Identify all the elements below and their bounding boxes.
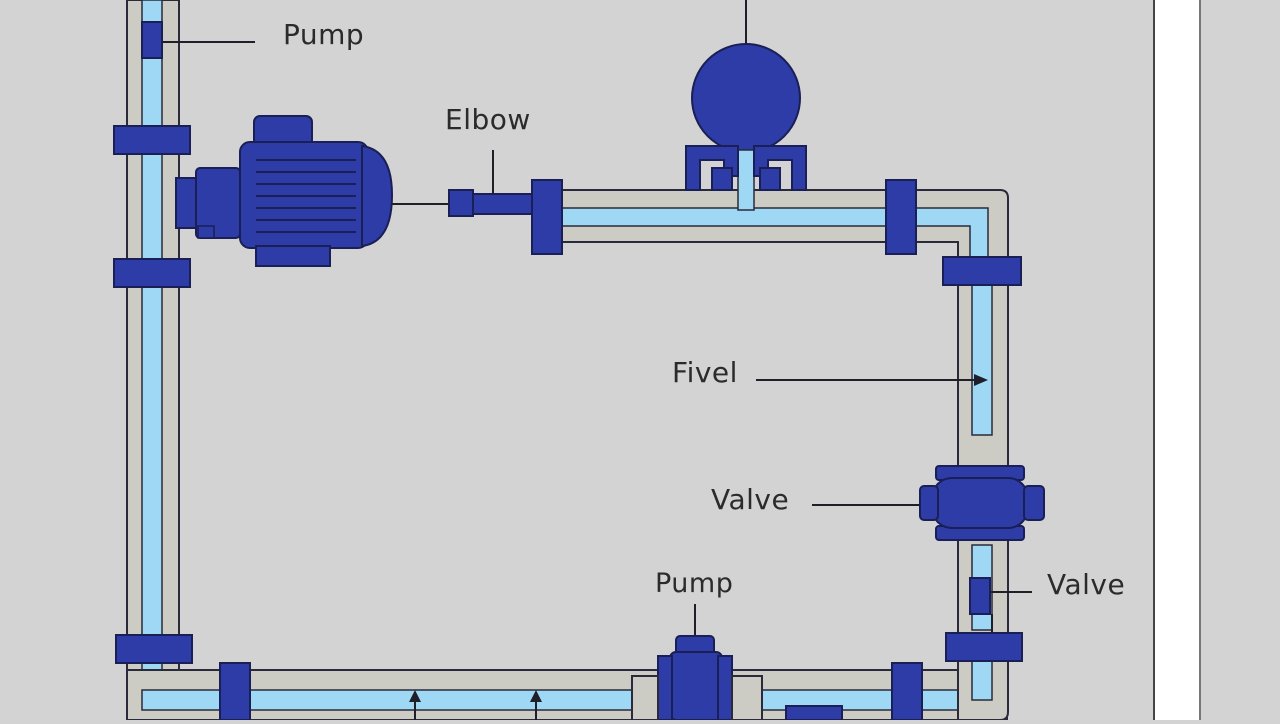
top-right-flanges [885, 179, 1022, 286]
elbow-fitting [448, 150, 563, 255]
bottom-right-flanges [891, 632, 1023, 721]
right-border-strip [1153, 0, 1201, 720]
label-fivel: Fivel [672, 356, 738, 389]
bottom-pump [631, 604, 843, 721]
bottom-left-flange [219, 662, 251, 721]
valve-lower [969, 577, 1032, 632]
label-elbow: Elbow [445, 103, 531, 136]
motor-pump [175, 115, 452, 267]
valve-mid [812, 465, 1045, 541]
left-vertical-pipe [126, 0, 180, 721]
tank [685, 0, 807, 211]
label-valve-mid: Valve [711, 483, 790, 516]
fivel-pointer [756, 374, 988, 386]
top-horizontal-pipe [559, 189, 1009, 261]
bottom-horizontal-pipe [126, 669, 1008, 721]
label-pump-bottom: Pump [655, 568, 734, 599]
left-flanges [113, 21, 193, 664]
label-valve-lower: Valve [1047, 568, 1126, 601]
label-pump-top: Pump [283, 18, 365, 51]
